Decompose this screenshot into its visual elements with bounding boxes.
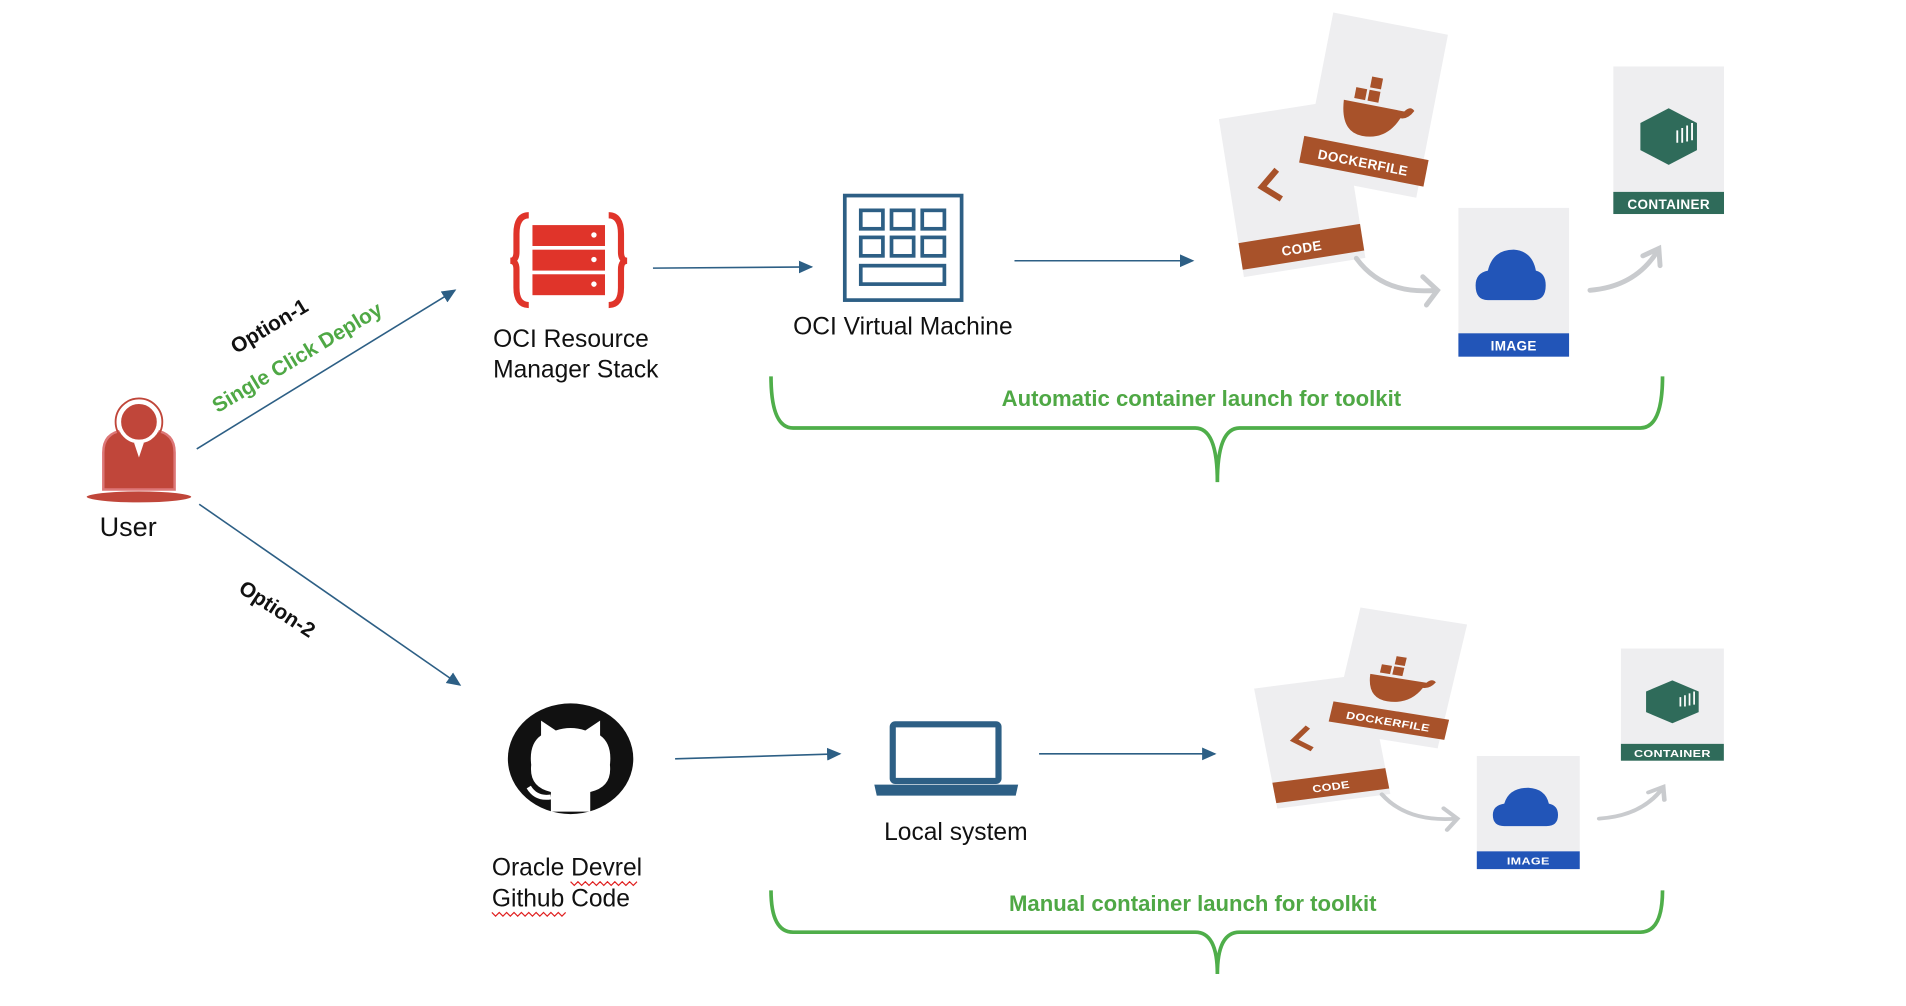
cloud-icon <box>1475 249 1546 301</box>
docker-whale-icon <box>1343 76 1415 137</box>
image-card: IMAGE <box>1476 756 1580 870</box>
spellcheck-underline <box>491 911 567 918</box>
container-cube-icon <box>1646 680 1699 724</box>
flow-arrow <box>652 260 814 274</box>
resource-manager-stack-icon <box>510 212 628 309</box>
to-image-arrow <box>1353 255 1439 294</box>
option2-arrow <box>198 503 462 686</box>
manual-brace <box>769 890 1665 974</box>
container-label: CONTAINER <box>1634 749 1711 760</box>
option1-arrow <box>196 289 457 450</box>
container-cube-icon <box>1640 108 1697 165</box>
resource-manager-label-line2: Manager Stack <box>493 357 659 384</box>
spellcheck-underline <box>570 880 638 887</box>
automatic-launch-label: Automatic container launch for toolkit <box>1002 386 1402 411</box>
to-container-arrow <box>1587 248 1661 293</box>
automatic-brace <box>769 376 1665 483</box>
code-brackets-icon <box>1257 167 1283 202</box>
github-label-line2: Github Code <box>492 885 630 912</box>
image-label: IMAGE <box>1491 339 1537 354</box>
image-label: IMAGE <box>1507 856 1550 867</box>
code-brackets-icon <box>1289 725 1314 752</box>
code-label: CODE <box>1312 780 1351 795</box>
github-label-line1: Oracle Devrel <box>492 855 642 882</box>
container-build-flow-top: CODE DOCKERFILE IMAGE CONTAINER <box>1218 12 1725 357</box>
manual-launch-label: Manual container launch for toolkit <box>1009 891 1377 916</box>
github-icon <box>507 703 634 815</box>
container-card: CONTAINER <box>1620 648 1724 761</box>
code-label: CODE <box>1280 238 1322 259</box>
dockerfile-card: DOCKERFILE <box>1299 12 1448 198</box>
virtual-machine-icon <box>842 193 964 302</box>
local-system-label: Local system <box>884 819 1027 846</box>
container-build-flow-bottom: CODE DOCKERFILE IMAGE CONTAINER <box>1254 607 1724 870</box>
vm-label: OCI Virtual Machine <box>793 314 1012 341</box>
dockerfile-card: DOCKERFILE <box>1328 607 1468 749</box>
container-card: CONTAINER <box>1613 66 1725 215</box>
user-label: User <box>100 512 157 542</box>
container-label: CONTAINER <box>1627 197 1710 212</box>
option2-label: Option-2 <box>235 576 320 642</box>
docker-whale-icon <box>1369 656 1436 702</box>
image-card: IMAGE <box>1458 207 1570 357</box>
resource-manager-label-line1: OCI Resource <box>493 326 649 353</box>
user-icon <box>85 397 193 504</box>
flow-arrow <box>675 747 842 761</box>
laptop-icon <box>874 721 1019 796</box>
cloud-icon <box>1492 787 1559 827</box>
